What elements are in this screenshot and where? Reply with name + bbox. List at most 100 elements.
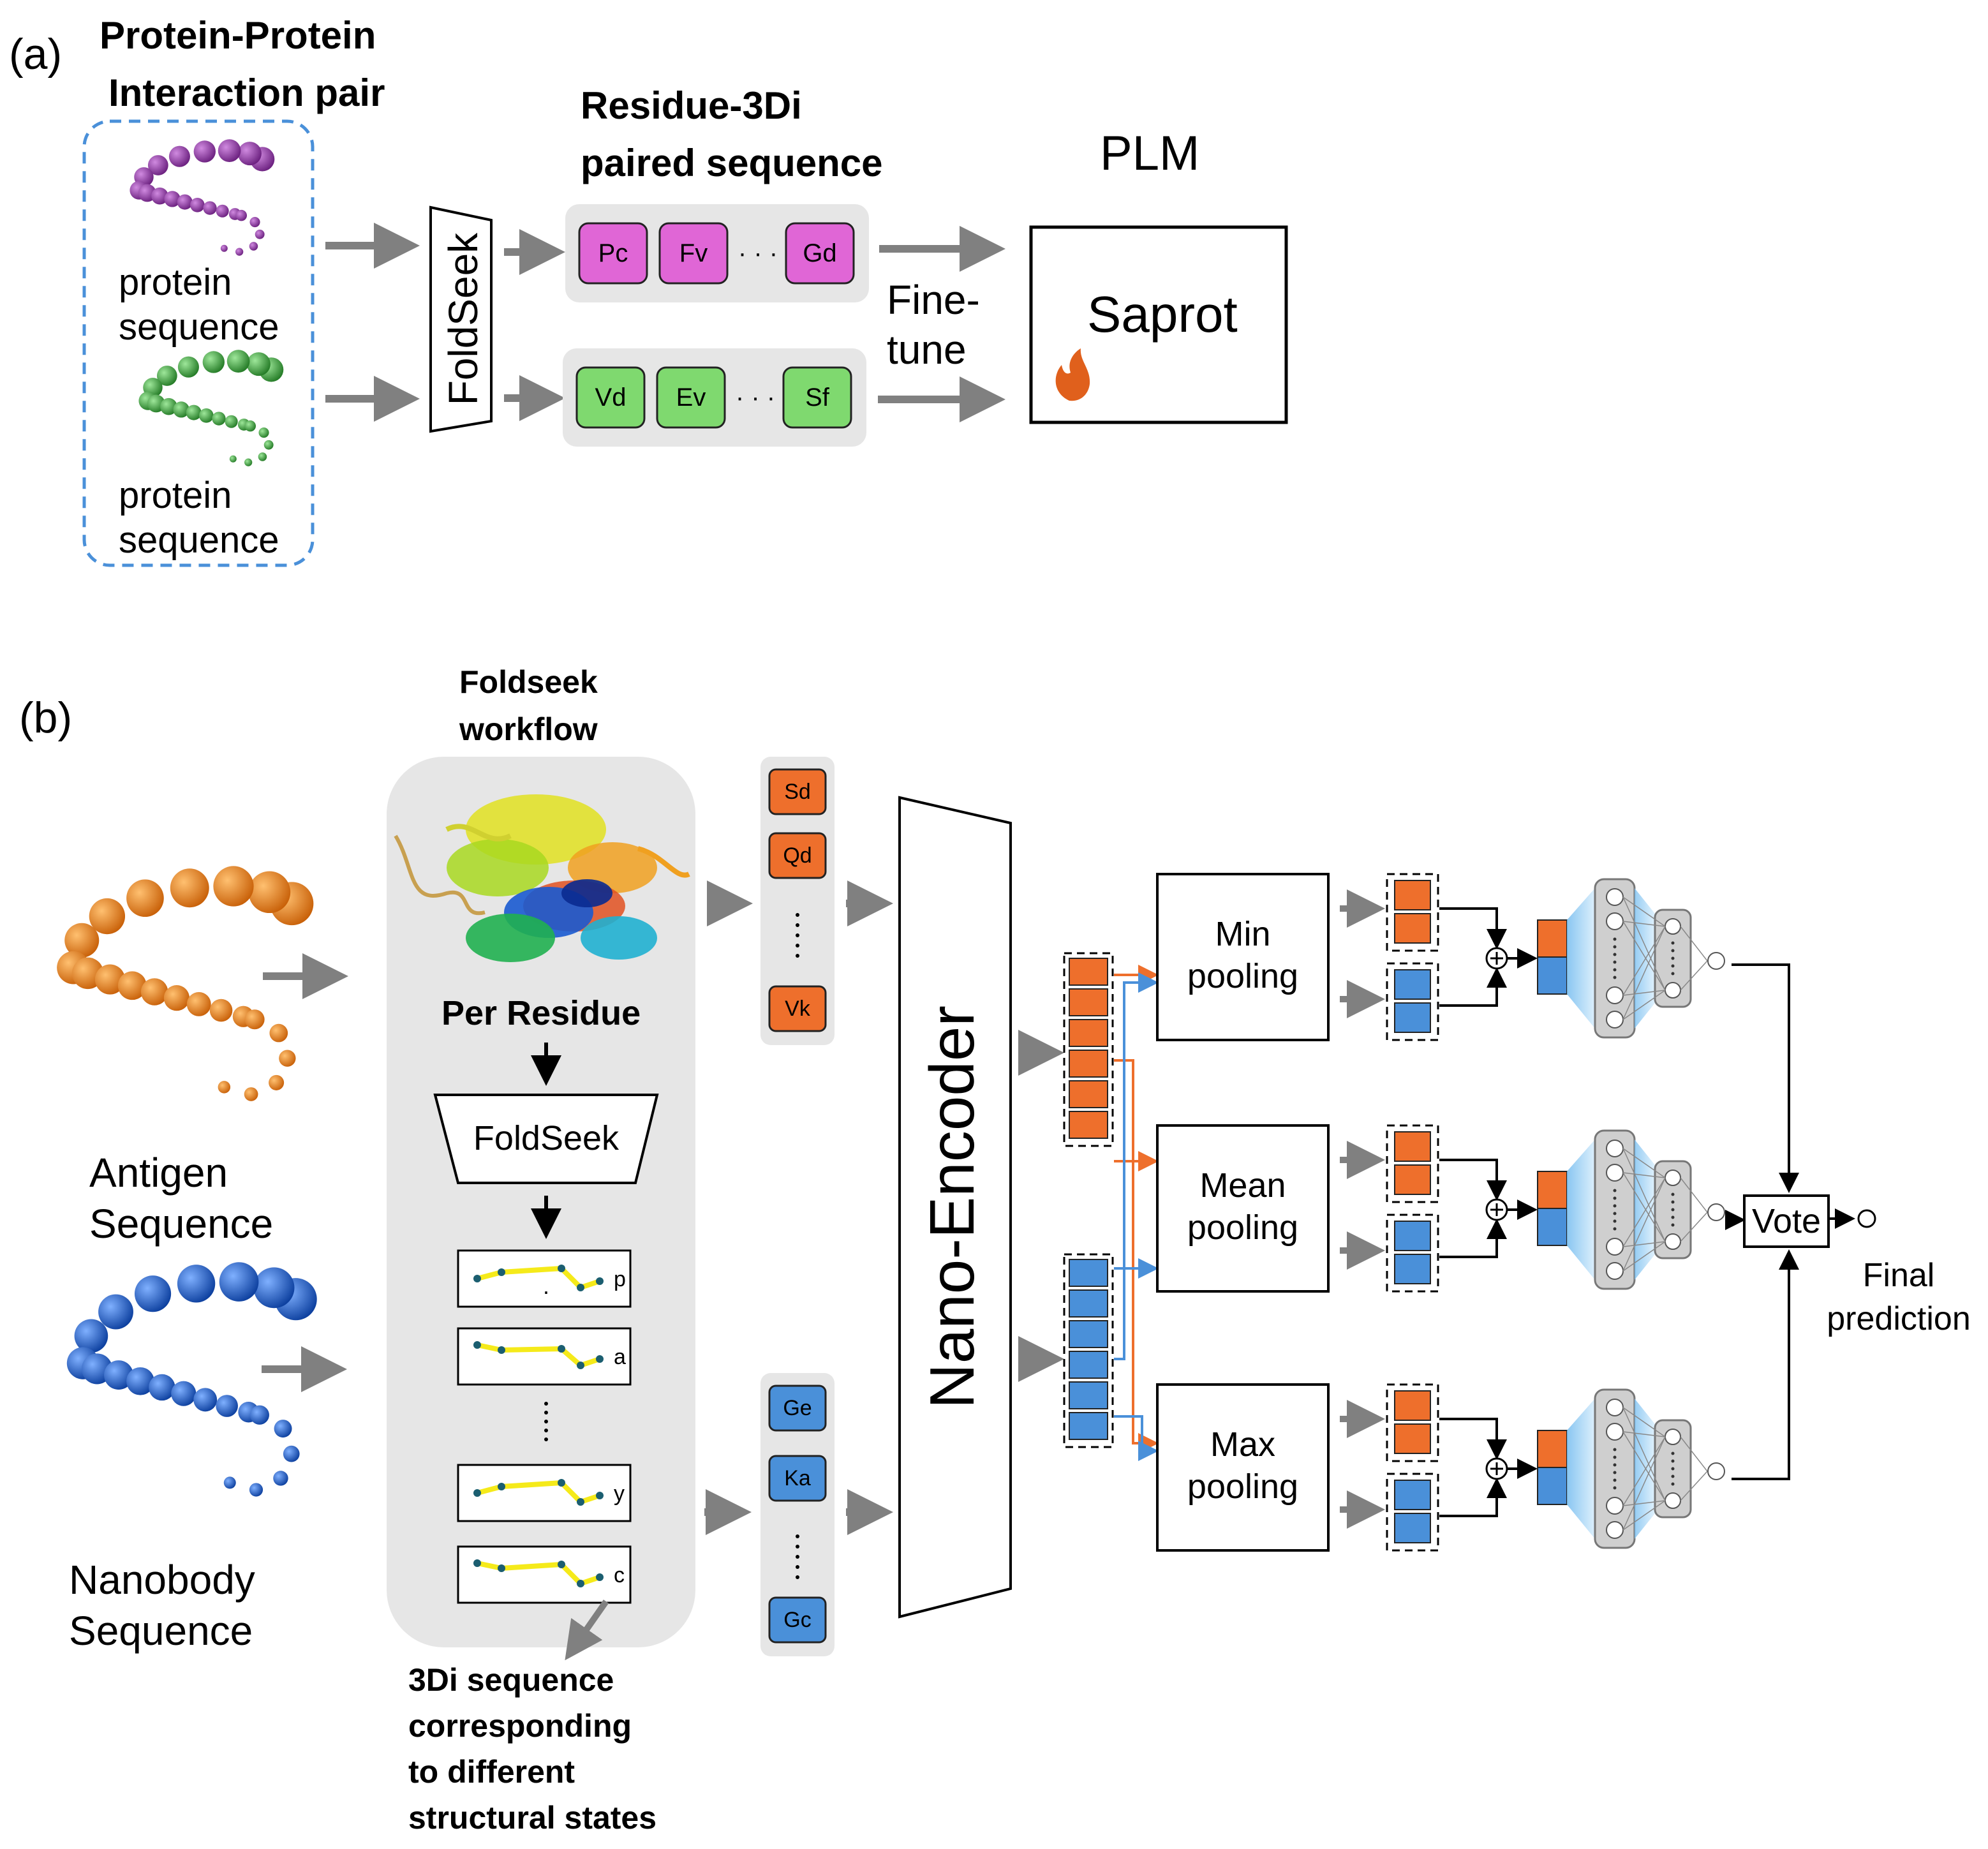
- seq-label-1-line1: protein: [119, 262, 232, 303]
- state-node: [596, 1492, 604, 1499]
- embedding-cell: [1069, 1351, 1108, 1379]
- mlp-edge: [1622, 1241, 1666, 1272]
- blue-bead: [274, 1420, 292, 1438]
- blue-bead: [98, 1294, 133, 1330]
- pooled-cell: [1394, 1254, 1431, 1284]
- token-ka: [768, 1455, 827, 1502]
- mlp-edge: [1622, 1436, 1666, 1531]
- orange-bead: [279, 1050, 296, 1067]
- purple-protein-chain: [130, 139, 275, 256]
- mlp-neuron: [1665, 918, 1681, 935]
- antigen-chain: [57, 866, 314, 1101]
- mlp-neuron: [1665, 1429, 1681, 1445]
- mlp-edge: [1622, 1241, 1666, 1247]
- orange-bead: [89, 898, 126, 935]
- mlp-neuron: [1665, 982, 1681, 999]
- workflow-title-line1: Foldseek: [459, 664, 598, 700]
- mlp-edge: [1622, 1436, 1666, 1506]
- vote-lines: [1725, 963, 1855, 1480]
- mlp-neuron: [1606, 1164, 1624, 1182]
- blue-bead: [219, 1262, 259, 1302]
- mlp-dots: [1671, 1459, 1675, 1463]
- mlp-neuron: [1606, 888, 1624, 906]
- mlp-dots: [1671, 941, 1675, 945]
- green-bead: [186, 405, 202, 420]
- caption-line1: 3Di sequence: [408, 1662, 614, 1698]
- caption-line3: to different: [408, 1754, 575, 1790]
- blue-bead: [104, 1360, 133, 1390]
- mlp-edge: [1622, 990, 1666, 996]
- top-ellipsis: · · ·: [738, 239, 778, 267]
- pooling-box: [1156, 1124, 1330, 1293]
- green-bead: [198, 408, 214, 423]
- concat-line: [1439, 967, 1507, 1007]
- token-sf: [782, 366, 852, 429]
- purple-bead: [147, 155, 168, 175]
- green-bead: [177, 356, 199, 378]
- pooled-cell: [1394, 969, 1431, 1000]
- concat-cell: [1537, 1171, 1568, 1209]
- orange-bead: [244, 1087, 258, 1101]
- state-node: [473, 1559, 481, 1567]
- foldseek-trapezoid: [429, 205, 493, 433]
- concat-cell: [1537, 1208, 1568, 1246]
- nanobody-label-line1: Nanobody: [69, 1557, 255, 1603]
- green-bead: [229, 455, 237, 463]
- mlp-dots: [1671, 1482, 1675, 1486]
- token-ge-label: Ge: [783, 1396, 812, 1420]
- green-bead: [156, 366, 177, 386]
- embedding-cell: [1069, 1412, 1108, 1440]
- token-vd: [575, 366, 646, 429]
- purple-bead: [168, 145, 190, 167]
- mlp-neuron: [1665, 1170, 1681, 1186]
- mlp-dots: [1613, 937, 1617, 941]
- mlp-dots: [1613, 953, 1617, 956]
- mlp-edge: [1680, 1212, 1708, 1242]
- mlp-fan: [1567, 888, 1595, 1028]
- token-gd: [785, 222, 855, 285]
- state-node: [473, 1275, 481, 1282]
- mlp-fan: [1567, 1399, 1595, 1539]
- state-node: [596, 1355, 604, 1363]
- residue-title-line1: Residue-3Di: [581, 84, 802, 127]
- mlp-output-node: [1707, 1462, 1725, 1480]
- pooled-cell: [1394, 1390, 1431, 1421]
- mlp-dots: [1671, 972, 1675, 976]
- token-ge: [768, 1385, 827, 1432]
- token-pc-label: Pc: [598, 239, 628, 267]
- nanobody-chain: [66, 1262, 317, 1497]
- mlp-dots: [1613, 1463, 1617, 1467]
- green-bead: [173, 401, 189, 418]
- orange-bead: [218, 1081, 231, 1094]
- mlp-dots: [1671, 1452, 1675, 1455]
- mlp-edge: [1622, 926, 1666, 996]
- foldseek-label-a: FoldSeek: [440, 232, 486, 405]
- mlp-edge: [1622, 1148, 1666, 1242]
- mlp-output-node: [1707, 1203, 1725, 1221]
- blue-bead: [223, 1476, 236, 1489]
- mlp-neuron: [1606, 1521, 1624, 1539]
- pooled-cell: [1394, 1221, 1431, 1251]
- mlp-edge: [1622, 990, 1666, 1020]
- token-gd-label: Gd: [803, 239, 836, 267]
- mlp-dots: [1671, 1223, 1675, 1227]
- antigen-embedding-stack: [1063, 952, 1114, 1147]
- mlp-dots: [1613, 1204, 1617, 1208]
- purple-bead: [164, 191, 181, 207]
- pooled-frame: [1386, 873, 1439, 952]
- purple-bead: [249, 216, 260, 228]
- pooling-label-line1: Mean: [1199, 1166, 1286, 1205]
- caption-line4: structural states: [408, 1800, 656, 1836]
- mlp-dots: [1613, 1219, 1617, 1223]
- mlp-dots: [1613, 1196, 1617, 1200]
- pooling-label-line2: pooling: [1187, 1208, 1298, 1247]
- embedding-cell: [1069, 1320, 1108, 1348]
- mlp-edge: [1622, 896, 1666, 991]
- pooling-box: [1156, 873, 1330, 1041]
- nano-encoder: [898, 796, 1012, 1619]
- embedding-cell: [1069, 1111, 1108, 1139]
- mlp-fan: [1635, 1399, 1655, 1539]
- green-bead: [160, 397, 177, 415]
- concat-line: [1439, 1478, 1507, 1517]
